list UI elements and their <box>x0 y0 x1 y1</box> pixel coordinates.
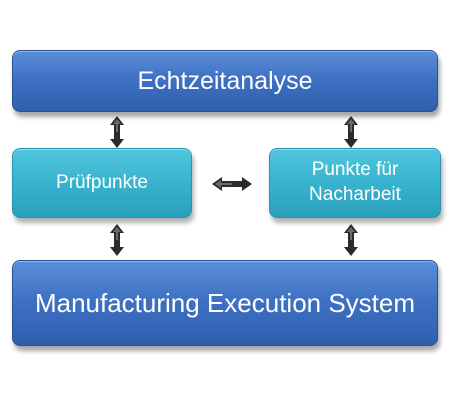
arrow-top-left-icon <box>110 116 124 148</box>
checkpoints-box: Prüfpunkte <box>12 148 192 218</box>
arrow-bottom-right-icon <box>344 224 358 256</box>
checkpoints-label: Prüfpunkte <box>56 172 148 193</box>
rework-points-label: Punkte für Nacharbeit <box>309 159 401 205</box>
mes-box: Manufacturing Execution System <box>12 260 438 346</box>
realtime-analysis-box: Echtzeitanalyse <box>12 50 438 112</box>
arrow-horizontal-icon <box>212 177 252 191</box>
arrow-bottom-left-icon <box>110 224 124 256</box>
mes-label: Manufacturing Execution System <box>34 287 416 318</box>
rework-points-box: Punkte für Nacharbeit <box>269 148 441 218</box>
realtime-analysis-label: Echtzeitanalyse <box>137 66 313 95</box>
arrow-top-right-icon <box>344 116 358 148</box>
